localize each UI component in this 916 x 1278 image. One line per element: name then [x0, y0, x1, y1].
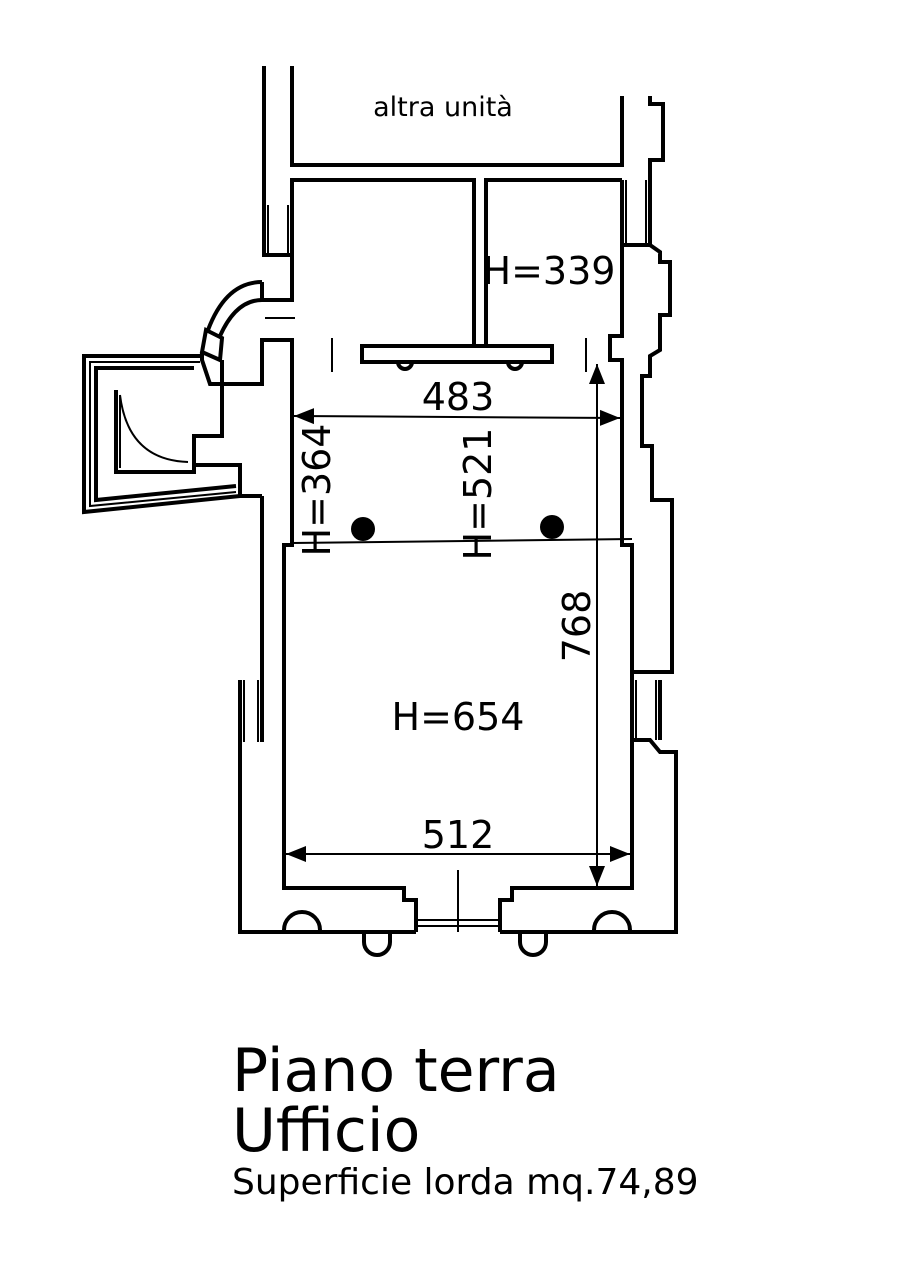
north-rooms — [265, 178, 652, 372]
column-right — [540, 515, 564, 539]
south-west-walls — [238, 365, 500, 957]
dimension-width-bottom: 512 — [286, 813, 630, 862]
dimension-width-top-label: 483 — [422, 375, 495, 419]
area-caption: Superficie lorda mq.74,89 — [232, 1162, 699, 1203]
dimension-length-label: 768 — [555, 590, 599, 663]
height-label-left: H=364 — [295, 424, 339, 557]
height-label-center: H=521 — [456, 428, 500, 561]
height-label-main: H=654 — [392, 695, 525, 739]
dimension-width-bottom-label: 512 — [422, 813, 495, 857]
use-title: Ufficio — [232, 1096, 421, 1166]
east-wall — [498, 243, 678, 957]
west-wall — [82, 205, 294, 515]
neighbor-unit-walls — [262, 66, 665, 205]
dimension-width-top: 483 — [293, 375, 621, 426]
floor-title: Piano terra — [232, 1036, 560, 1106]
column-left — [351, 517, 375, 541]
title-block: Piano terra Ufficio Superficie lorda mq.… — [232, 1040, 699, 1204]
dimension-length: 768 — [555, 364, 605, 886]
beam-line — [291, 538, 633, 544]
height-label-small-room: H=339 — [483, 249, 616, 293]
neighbor-unit-label: altra unità — [373, 92, 513, 123]
